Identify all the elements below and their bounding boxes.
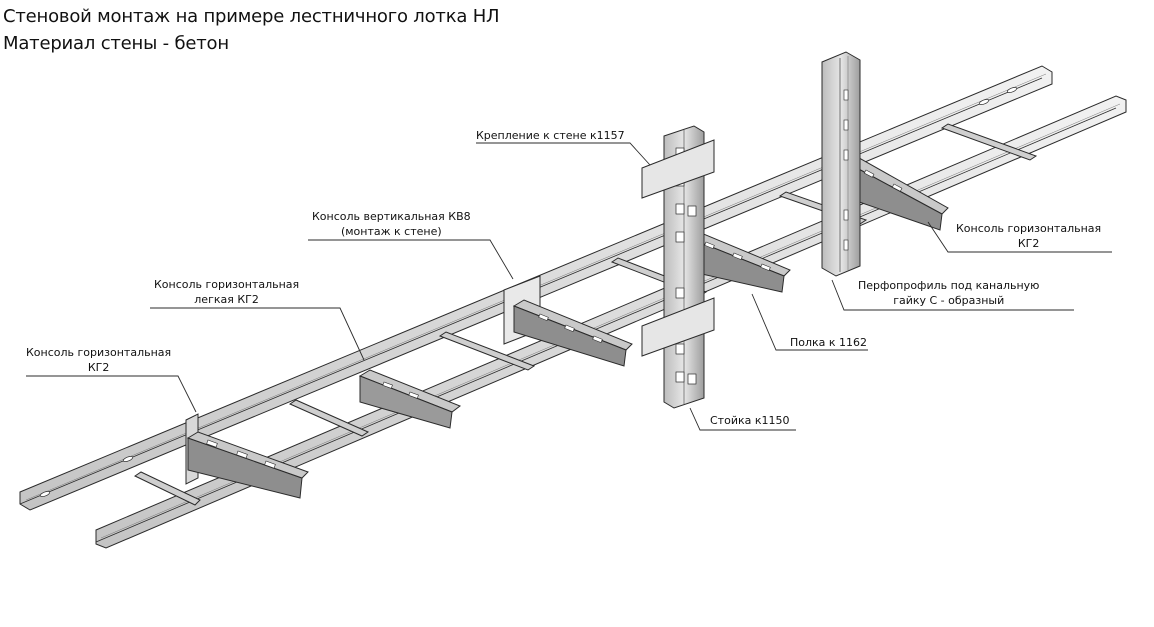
diagram-title: Стеновой монтаж на примере лестничного л… — [3, 6, 500, 27]
leader-perf-profile — [831, 279, 1074, 311]
console-kg2-right — [840, 153, 949, 231]
back-rail-slots — [39, 87, 1018, 497]
label-console-left: Консоль горизонтальная КГ2 — [26, 346, 172, 374]
label-wall-mount: Крепление к стене к1157 — [476, 129, 625, 142]
wall-mount-bracket-top — [641, 139, 715, 199]
label-light-console: Консоль горизонтальная легкая КГ2 — [154, 278, 300, 306]
leader-light-console — [150, 307, 365, 361]
leader-vertical-console — [308, 239, 514, 280]
leader-post — [689, 407, 796, 431]
console-kg2-light — [358, 369, 462, 429]
perfoprofile-c — [821, 51, 861, 277]
leader-console-left — [26, 375, 197, 413]
diagram-subtitle: Материал стены - бетон — [3, 33, 229, 54]
leader-lines — [26, 142, 1112, 431]
label-console-right: Консоль горизонтальная КГ2 — [956, 222, 1102, 250]
leader-console-right — [927, 221, 1112, 253]
label-post: Стойка к1150 — [710, 414, 790, 427]
shelf-k1162 — [682, 229, 791, 293]
leader-wall-mount — [476, 142, 651, 166]
wall-mount-bracket-bottom — [641, 297, 715, 357]
console-kv8 — [503, 275, 633, 367]
label-vertical-console: Консоль вертикальная КВ8 (монтаж к стене… — [312, 210, 471, 238]
label-shelf: Полка к 1162 — [790, 336, 868, 349]
post-k1150 — [641, 125, 715, 409]
console-kg2-left — [185, 413, 309, 499]
label-perf-profile: Перфопрофиль под канальную гайку С - обр… — [858, 279, 1040, 307]
leader-shelf — [751, 293, 868, 351]
